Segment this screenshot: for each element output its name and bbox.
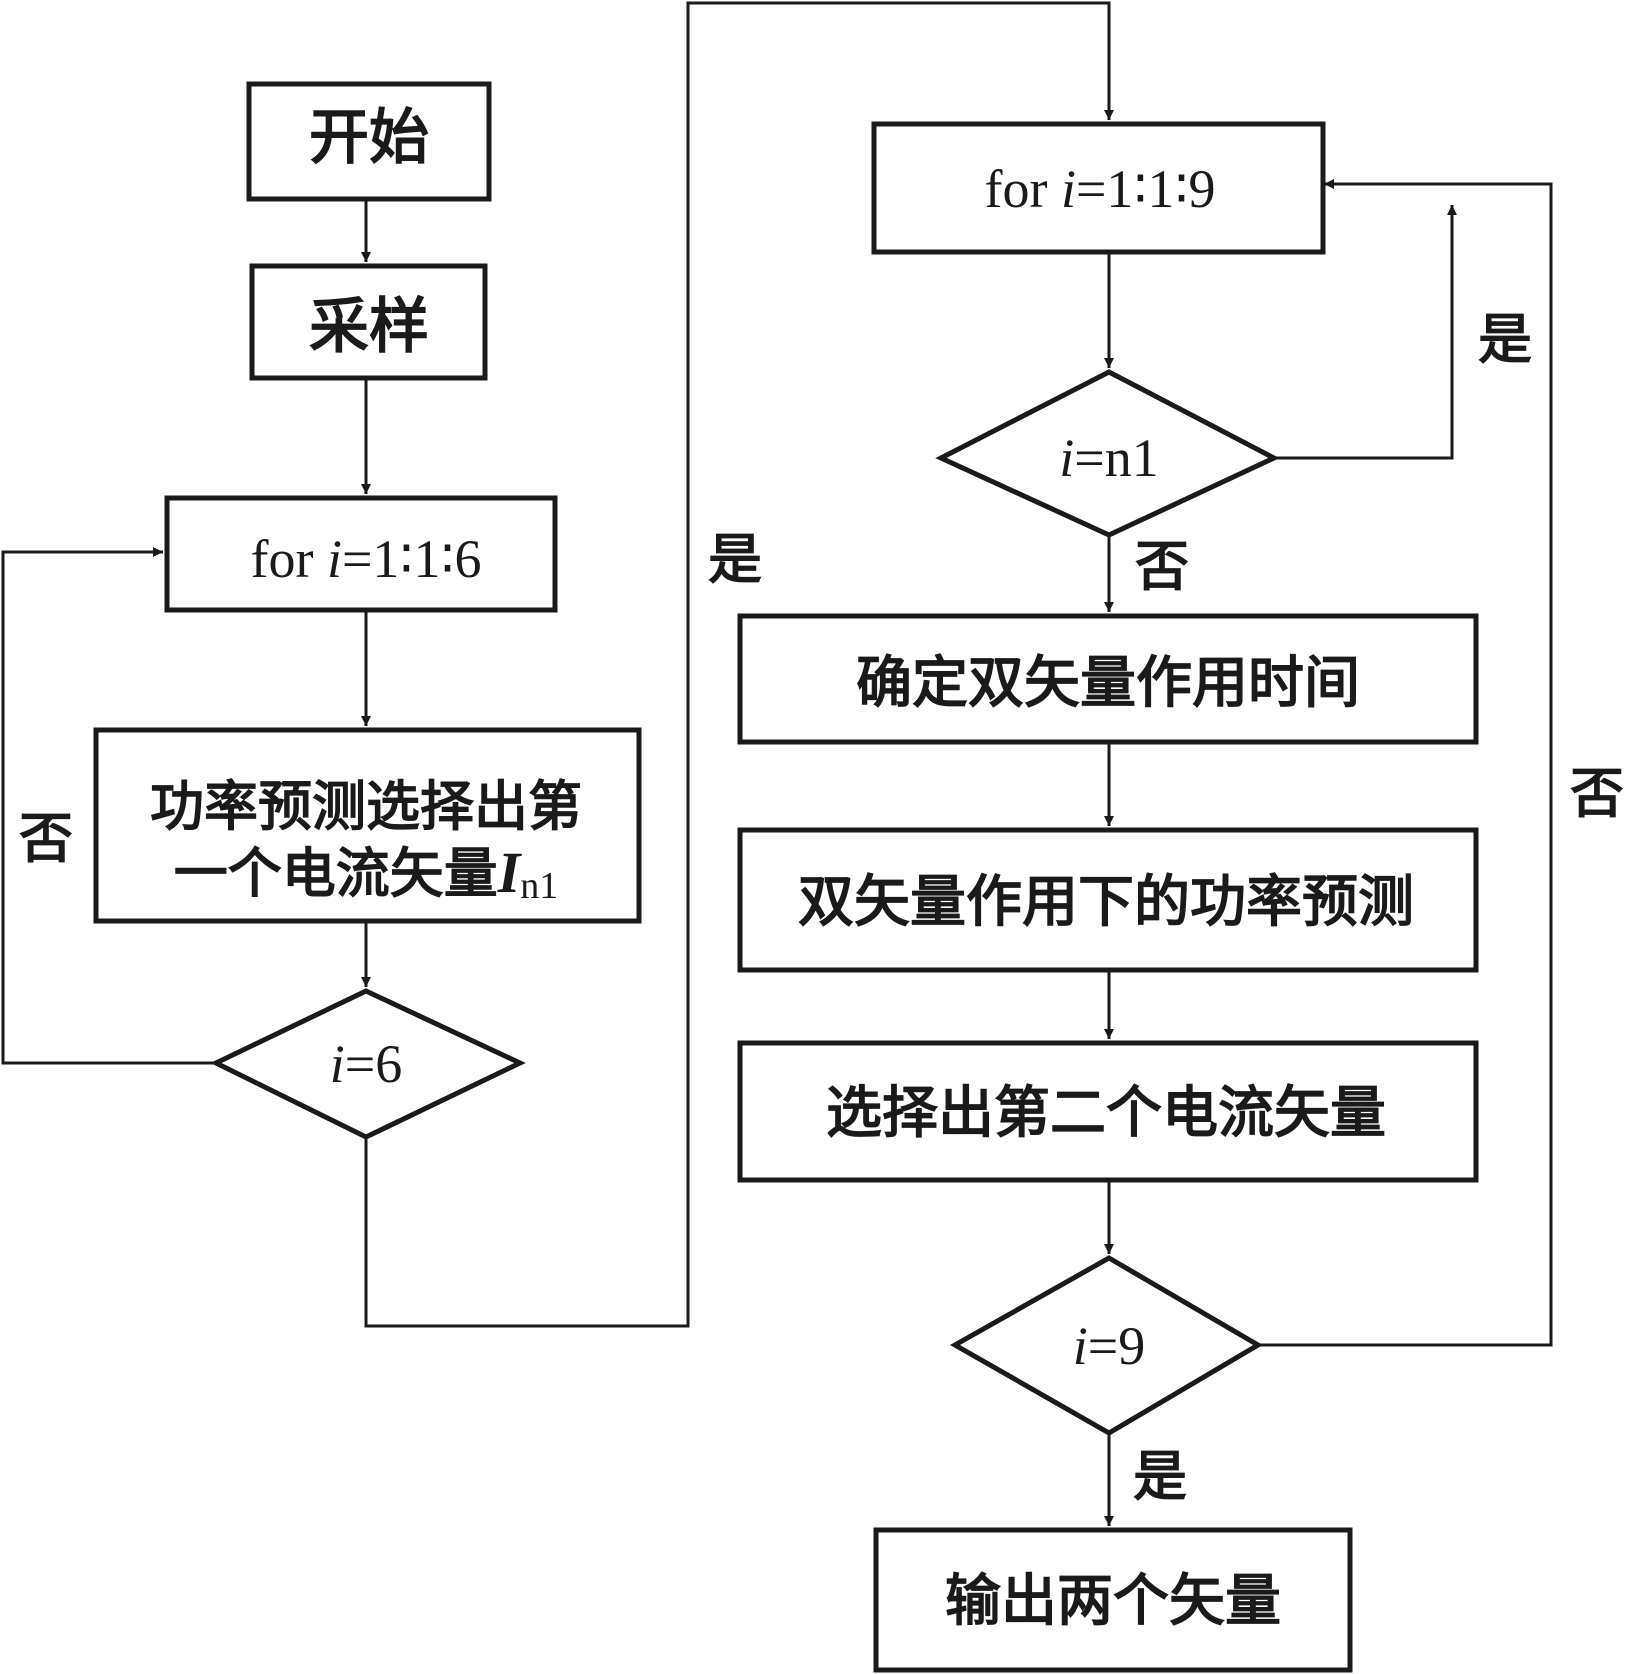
- node-cond2: i=n1: [935, 369, 1280, 538]
- loop2-label: for i=1∶1∶9: [984, 159, 1215, 219]
- label-no-right: 否: [1570, 761, 1624, 825]
- predict1-line2: 一个电流矢量In1: [174, 840, 559, 907]
- node-loop2: for i=1∶1∶9: [871, 121, 1326, 255]
- cond3-label: i=9: [1073, 1316, 1145, 1376]
- node-predict2: 双矢量作用下的功率预测: [737, 827, 1479, 973]
- node-cond1: i=6: [210, 988, 526, 1140]
- current-vector-subscript: n1: [520, 865, 558, 907]
- select2-label: 选择出第二个电流矢量: [826, 1080, 1386, 1146]
- node-output: 输出两个矢量: [873, 1527, 1353, 1673]
- predict2-label: 双矢量作用下的功率预测: [798, 869, 1414, 935]
- time-label: 确定双矢量作用时间: [856, 650, 1360, 716]
- predict1-line1: 功率预测选择出第: [150, 774, 582, 838]
- start-label: 开始: [309, 103, 429, 173]
- loop1-label: for i=1∶1∶6: [250, 529, 481, 589]
- node-cond3: i=9: [949, 1255, 1263, 1436]
- node-predict1: 功率预测选择出第 一个电流矢量In1: [93, 727, 642, 924]
- node-loop1: for i=1∶1∶6: [164, 495, 558, 613]
- current-vector-symbol: I: [497, 840, 523, 905]
- sample-label: 采样: [309, 292, 429, 362]
- label-yes-middle: 是: [708, 527, 762, 591]
- label-yes-bottom: 是: [1133, 1444, 1187, 1508]
- label-no-cond2: 否: [1135, 534, 1189, 598]
- cond1-label: i=6: [330, 1034, 402, 1094]
- cond2-label: i=n1: [1059, 428, 1158, 488]
- edge-cond1-no-loop1: [1, 547, 216, 1065]
- label-yes-top-right: 是: [1478, 307, 1532, 371]
- edge-cond3-no-loop2: [1258, 179, 1553, 1347]
- node-time: 确定双矢量作用时间: [737, 613, 1479, 745]
- output-label: 输出两个矢量: [945, 1568, 1281, 1634]
- node-select2: 选择出第二个电流矢量: [737, 1040, 1479, 1183]
- edge-cond1-yes-loop2: [364, 1, 1114, 1328]
- node-start: 开始: [246, 81, 492, 202]
- node-sample: 采样: [249, 263, 488, 381]
- label-no-left: 否: [19, 806, 73, 870]
- edge-cond2-yes-loop2: [1274, 205, 1457, 460]
